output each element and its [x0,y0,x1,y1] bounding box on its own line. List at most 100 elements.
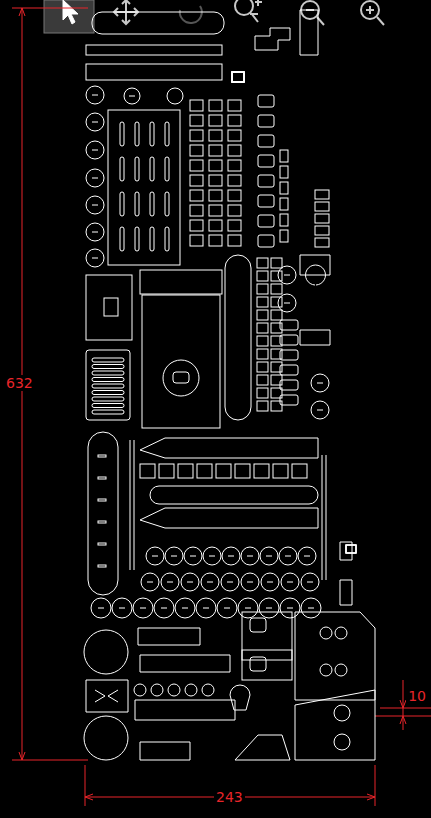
tab-part [258,195,274,207]
tab-part [280,166,288,178]
tab-part [190,100,203,111]
tab-part [346,545,356,553]
round-part [165,547,183,565]
tab-part [280,320,298,330]
slot [267,582,273,583]
repeated-parts [86,72,356,696]
tab-part [257,284,268,294]
tab-part [190,115,203,126]
round-part [168,684,180,696]
tab-part [228,190,241,201]
slot [317,383,323,384]
part [173,372,189,383]
slot [129,96,135,97]
tab-part [271,297,282,307]
tab-part [280,335,298,345]
tab-part [232,72,244,82]
part [86,45,222,55]
slot [207,582,213,583]
slot [203,608,209,609]
tab-part [98,455,106,457]
tab-part [257,349,268,359]
tab-part [228,205,241,216]
slot [304,556,310,557]
parts [84,10,375,760]
tab-part [190,205,203,216]
panel [108,110,180,265]
part [86,275,132,340]
part [92,12,224,34]
round-part [86,223,104,241]
slot [92,205,98,206]
tab-part [280,395,298,405]
tab-part [98,499,106,501]
tab-part [257,310,268,320]
round-part [279,547,297,565]
slot [161,608,167,609]
slot [224,608,230,609]
tab-part [280,198,288,210]
tab-part [232,72,244,82]
hull-side [140,438,318,528]
part [140,270,222,294]
tab-part [258,115,274,127]
tab-part [120,157,124,181]
tab-part [209,145,222,156]
tab-part [135,157,139,181]
dimension-value: 632 [4,375,35,391]
tab-part [135,227,139,251]
round-part [141,573,159,591]
part [242,612,292,660]
tab-part [92,384,124,388]
round-part [175,598,195,618]
tab-part [346,545,356,553]
tab-part [135,192,139,216]
tab-part [228,175,241,186]
slot [98,608,104,609]
slot [140,608,146,609]
round-part [86,86,104,104]
tab-part [346,545,356,553]
tab-part [257,258,268,268]
tab-part [190,130,203,141]
tab-part [280,182,288,194]
tab-part [254,464,269,478]
round-part [311,374,329,392]
part [335,627,347,639]
slot [187,582,193,583]
tab-part [228,220,241,231]
tab-part [258,95,274,107]
tab-part [92,371,124,375]
part [242,650,292,680]
slot [247,582,253,583]
part [84,630,128,674]
dimension-value: 10 [406,688,428,704]
tab-part [258,235,274,247]
round-part [261,573,279,591]
part [320,664,332,676]
tab-part [258,155,274,167]
tab-part [235,464,250,478]
tab-part [120,122,124,146]
part [250,657,266,671]
part [135,628,235,760]
slot [92,122,98,123]
round-part [281,573,299,591]
round-part [301,573,319,591]
zoom-icon [250,0,262,22]
slot [307,582,313,583]
zoom-icon [366,6,384,25]
round-part [86,113,104,131]
slot [182,608,188,609]
tab-part [209,220,222,231]
round-part [86,196,104,214]
tab-part [209,190,222,201]
tab-part [257,271,268,281]
tab-part [271,310,282,320]
slot [317,410,323,411]
tab-part [315,190,329,199]
tab-part [315,214,329,223]
dimensions [12,8,431,806]
round-part [259,598,279,618]
